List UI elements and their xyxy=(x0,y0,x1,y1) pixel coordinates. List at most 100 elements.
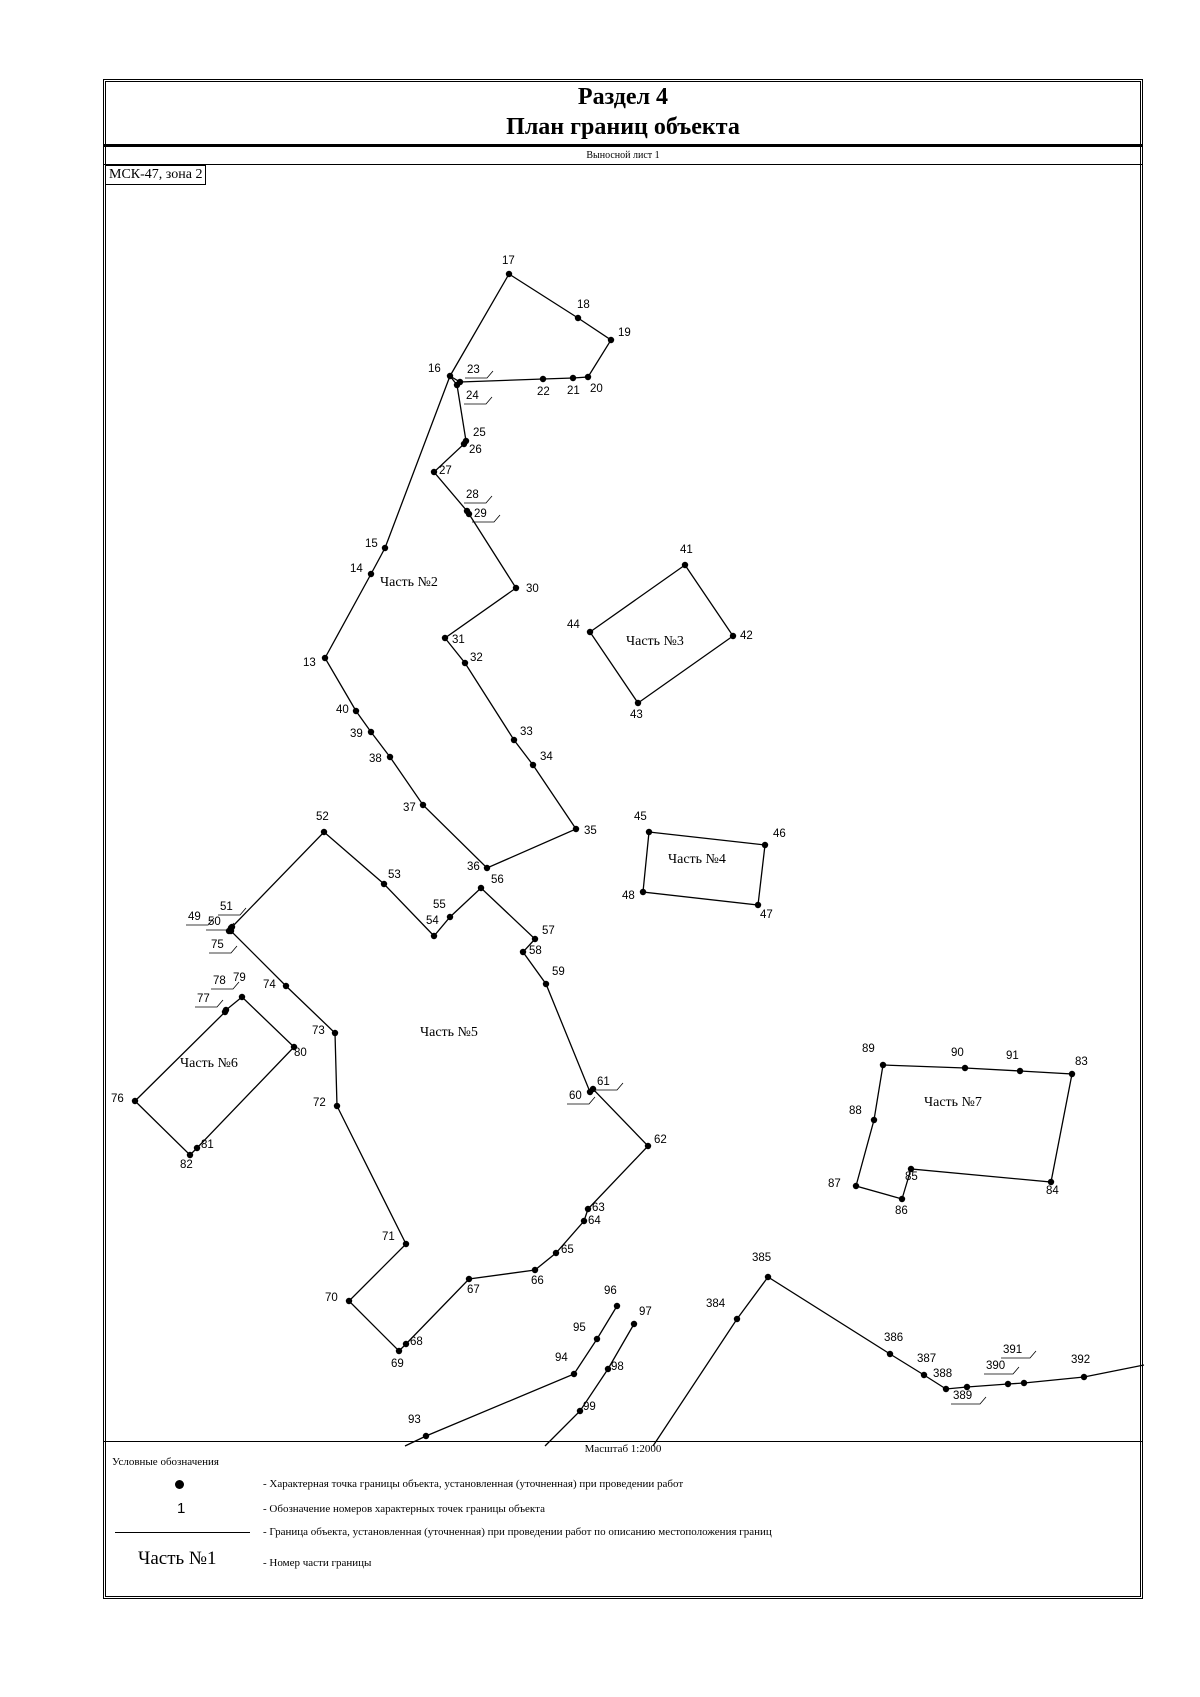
boundary-point-89 xyxy=(879,1061,887,1069)
boundary-point-30 xyxy=(512,584,520,592)
boundary-point-81 xyxy=(193,1144,201,1152)
boundary-point-29 xyxy=(465,510,473,518)
point-label-81: 81 xyxy=(201,1139,214,1151)
point-label-45: 45 xyxy=(634,811,647,823)
boundary-point-20 xyxy=(584,373,592,381)
boundary-point-391 xyxy=(1020,1379,1028,1387)
boundary-segment-2 xyxy=(544,1323,635,1447)
boundary-point-31 xyxy=(441,634,449,642)
boundary-point-88 xyxy=(870,1116,878,1124)
boundary-point-27 xyxy=(430,468,438,476)
point-label-83: 83 xyxy=(1075,1056,1088,1068)
boundary-point-46 xyxy=(761,841,769,849)
point-label-66: 66 xyxy=(531,1275,544,1287)
section-title: Раздел 4 xyxy=(577,84,669,110)
boundary-point-95 xyxy=(593,1335,601,1343)
boundary-point-388 xyxy=(942,1385,950,1393)
boundary-point-26 xyxy=(460,440,468,448)
boundary-point-42 xyxy=(729,632,737,640)
boundary-point-73 xyxy=(331,1029,339,1037)
boundary-point-14 xyxy=(367,570,375,578)
point-label-22: 22 xyxy=(537,386,550,398)
point-label-75: 75 xyxy=(211,939,224,951)
point-label-90: 90 xyxy=(951,1047,964,1059)
boundary-point-52 xyxy=(320,828,328,836)
sheet-frame xyxy=(103,79,1143,1599)
point-label-51: 51 xyxy=(220,901,233,913)
point-label-44: 44 xyxy=(567,619,580,631)
point-label-68: 68 xyxy=(410,1336,423,1348)
point-label-390: 390 xyxy=(986,1360,1005,1372)
point-label-388: 388 xyxy=(933,1368,952,1380)
point-label-48: 48 xyxy=(622,890,635,902)
point-label-59: 59 xyxy=(552,966,565,978)
boundary-point-43 xyxy=(634,699,642,707)
point-label-61: 61 xyxy=(597,1076,610,1088)
legend-part-desc: - Номер части границы xyxy=(263,1557,372,1569)
label-leader-75 xyxy=(209,945,238,954)
point-label-98: 98 xyxy=(611,1361,624,1373)
part-label-2: Часть №2 xyxy=(380,575,438,590)
point-label-35: 35 xyxy=(584,825,597,837)
boundary-point-56 xyxy=(477,884,485,892)
page-title: План границ объекта xyxy=(506,114,740,140)
point-label-26: 26 xyxy=(469,444,482,456)
boundary-point-392 xyxy=(1080,1373,1088,1381)
boundary-point-87 xyxy=(852,1182,860,1190)
header: Раздел 4 План границ объекта xyxy=(103,79,1143,147)
point-label-63: 63 xyxy=(592,1202,605,1214)
boundary-point-94 xyxy=(570,1370,578,1378)
point-label-87: 87 xyxy=(828,1178,841,1190)
point-label-96: 96 xyxy=(604,1285,617,1297)
point-label-89: 89 xyxy=(862,1043,875,1055)
boundary-point-44 xyxy=(586,628,594,636)
part-label-5: Часть №5 xyxy=(420,1025,478,1040)
boundary-part-2 xyxy=(324,374,577,869)
part-label-7: Часть №7 xyxy=(924,1095,982,1110)
boundary-point-74 xyxy=(282,982,290,990)
point-label-31: 31 xyxy=(452,634,465,646)
label-leader-390 xyxy=(984,1366,1020,1375)
label-leader-29 xyxy=(472,514,501,523)
boundary-point-47 xyxy=(754,901,762,909)
boundary-point-96 xyxy=(613,1302,621,1310)
boundary-point-33 xyxy=(510,736,518,744)
boundary-point-40 xyxy=(352,707,360,715)
boundary-point-63 xyxy=(584,1205,592,1213)
boundary-point-389 xyxy=(963,1383,971,1391)
point-label-42: 42 xyxy=(740,630,753,642)
crs-label: МСК-47, зона 2 xyxy=(105,165,207,185)
boundary-point-82 xyxy=(186,1151,194,1159)
point-label-88: 88 xyxy=(849,1105,862,1117)
point-label-54: 54 xyxy=(426,915,439,927)
point-label-84: 84 xyxy=(1046,1185,1059,1197)
point-label-69: 69 xyxy=(391,1358,404,1370)
boundary-part-5 xyxy=(227,831,649,1352)
point-label-86: 86 xyxy=(895,1205,908,1217)
boundary-point-18 xyxy=(574,314,582,322)
point-label-37: 37 xyxy=(403,802,416,814)
boundary-point-59 xyxy=(542,980,550,988)
boundary-point-39 xyxy=(367,728,375,736)
legend-number-desc: - Обозначение номеров характерных точек … xyxy=(263,1503,545,1515)
point-label-78: 78 xyxy=(213,975,226,987)
boundary-point-37 xyxy=(419,801,427,809)
boundary-point-91 xyxy=(1016,1067,1024,1075)
boundary-point-45 xyxy=(645,828,653,836)
point-label-52: 52 xyxy=(316,811,329,823)
boundary-point-24 xyxy=(453,381,461,389)
label-leader-78 xyxy=(211,981,240,990)
boundary-point-71 xyxy=(402,1240,410,1248)
point-label-79: 79 xyxy=(233,972,246,984)
point-label-65: 65 xyxy=(561,1244,574,1256)
point-label-91: 91 xyxy=(1006,1050,1019,1062)
label-leader-28 xyxy=(464,495,493,504)
boundary-point-83 xyxy=(1068,1070,1076,1078)
point-label-80: 80 xyxy=(294,1047,307,1059)
point-label-24: 24 xyxy=(466,390,479,402)
point-label-50: 50 xyxy=(208,916,221,928)
point-label-39: 39 xyxy=(350,728,363,740)
legend-point-symbol xyxy=(175,1480,184,1489)
boundary-point-387 xyxy=(920,1371,928,1379)
